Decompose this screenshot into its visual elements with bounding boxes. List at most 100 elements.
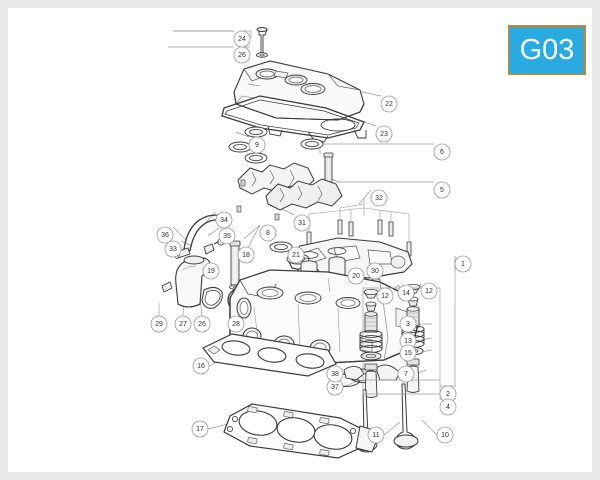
callout-number: 8	[266, 230, 270, 237]
intake-manifold-gasket	[202, 333, 337, 377]
callout-number: 22	[385, 101, 393, 108]
callout-circle	[380, 95, 398, 113]
callout-number: 13	[404, 338, 412, 345]
badge-label: G03	[519, 33, 575, 66]
parts-diagram-svg: 1234567891011121213141516171819202122232…	[150, 27, 472, 459]
callout-30[interactable]: 30	[366, 262, 384, 280]
callout-circle	[218, 227, 236, 245]
callout-circle	[439, 398, 457, 416]
callout-number: 12	[381, 293, 389, 300]
callout-circle	[237, 246, 255, 264]
callout-circle	[202, 262, 220, 280]
valve-cover-bolt-group	[256, 27, 268, 58]
callout-26[interactable]: 26	[233, 46, 251, 64]
callout-20[interactable]: 20	[347, 267, 365, 285]
callout-circle	[192, 357, 210, 375]
callout-35[interactable]: 35	[218, 227, 236, 245]
callout-number: 19	[207, 268, 215, 275]
callout-3[interactable]: 3	[399, 315, 417, 333]
callout-number: 27	[179, 321, 187, 328]
callout-28[interactable]: 28	[227, 315, 245, 333]
callout-number: 31	[298, 220, 306, 227]
callout-27[interactable]: 27	[174, 315, 192, 333]
callout-24[interactable]: 24	[233, 30, 251, 48]
callout-number: 6	[440, 149, 444, 156]
callout-23[interactable]: 23	[375, 125, 393, 143]
callout-number: 34	[220, 217, 228, 224]
callout-number: 36	[161, 232, 169, 239]
callout-circle	[259, 224, 277, 242]
callout-number: 37	[331, 384, 339, 391]
callout-circle	[193, 315, 211, 333]
callout-circle	[174, 315, 192, 333]
callout-4[interactable]: 4	[439, 398, 457, 416]
callout-7[interactable]: 7	[397, 365, 415, 383]
callout-11[interactable]: 11	[367, 426, 385, 444]
callout-number: 2	[446, 391, 450, 398]
callout-circle	[436, 426, 454, 444]
callout-number: 38	[331, 371, 339, 378]
callout-circle	[191, 420, 209, 438]
callout-22[interactable]: 22	[380, 95, 398, 113]
callout-19[interactable]: 19	[202, 262, 220, 280]
callout-number: 26	[238, 52, 246, 59]
callout-16[interactable]: 16	[192, 357, 210, 375]
callout-circle	[164, 240, 182, 258]
callout-8[interactable]: 8	[259, 224, 277, 242]
callout-number: 26	[198, 321, 206, 328]
callout-number: 17	[196, 426, 204, 433]
callout-number: 21	[292, 252, 300, 259]
callout-18[interactable]: 18	[237, 246, 255, 264]
callout-number: 11	[372, 432, 379, 439]
callout-circle	[366, 262, 384, 280]
callout-circle	[347, 267, 365, 285]
callout-number: 18	[242, 252, 250, 259]
callout-17[interactable]: 17	[191, 420, 209, 438]
callout-circle	[287, 246, 305, 264]
callout-26[interactable]: 26	[193, 315, 211, 333]
callout-number: 29	[155, 321, 163, 328]
callout-12[interactable]: 12	[376, 287, 394, 305]
callout-38[interactable]: 38	[326, 365, 344, 383]
callout-32[interactable]: 32	[370, 189, 388, 207]
callout-34[interactable]: 34	[215, 211, 233, 229]
camshaft-bearing-caps	[236, 162, 343, 221]
callout-36[interactable]: 36	[156, 226, 174, 244]
callout-circle	[376, 287, 394, 305]
callout-circle	[433, 143, 451, 161]
callout-14[interactable]: 14	[397, 284, 415, 302]
head-gasket	[223, 403, 381, 459]
callout-number: 9	[255, 142, 259, 149]
page-badge: G03	[508, 25, 586, 75]
valve-springs	[359, 325, 425, 353]
callout-9[interactable]: 9	[248, 136, 266, 154]
callout-number: 3	[406, 321, 410, 328]
callout-5[interactable]: 5	[433, 181, 451, 199]
callout-12[interactable]: 12	[420, 282, 438, 300]
callout-layer: 1234567891011121213141516171819202122232…	[150, 30, 472, 444]
callout-circle	[399, 315, 417, 333]
callout-10[interactable]: 10	[436, 426, 454, 444]
callout-number: 35	[223, 233, 231, 240]
callout-circle	[150, 315, 168, 333]
callout-29[interactable]: 29	[150, 315, 168, 333]
callout-31[interactable]: 31	[293, 214, 311, 232]
callout-number: 16	[197, 363, 205, 370]
camshaft-cap-bolt	[323, 152, 334, 185]
callout-number: 10	[441, 432, 449, 439]
callout-number: 14	[402, 290, 410, 297]
callout-circle	[233, 46, 251, 64]
callout-1[interactable]: 1	[454, 255, 472, 273]
callout-21[interactable]: 21	[287, 246, 305, 264]
callout-number: 12	[425, 288, 433, 295]
callout-number: 4	[446, 404, 450, 411]
callout-15[interactable]: 15	[399, 344, 417, 362]
callout-number: 23	[380, 131, 388, 138]
callout-number: 28	[232, 321, 240, 328]
callout-6[interactable]: 6	[433, 143, 451, 161]
callout-circle	[397, 284, 415, 302]
callout-number: 20	[352, 273, 360, 280]
callout-33[interactable]: 33	[164, 240, 182, 258]
valve-cover	[233, 60, 365, 121]
callout-circle	[454, 255, 472, 273]
